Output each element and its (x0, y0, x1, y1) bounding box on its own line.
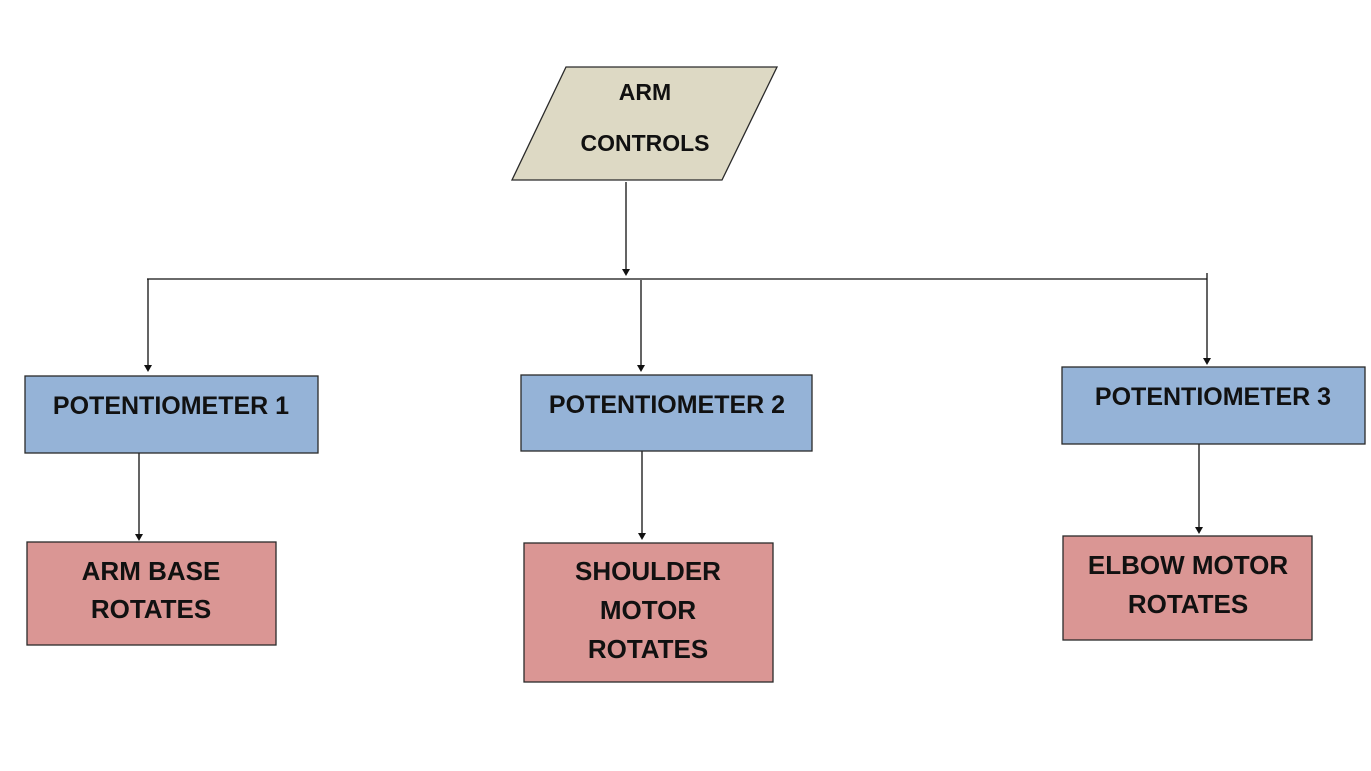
arrowhead-bus-to-pot-1 (144, 365, 152, 372)
connectors (135, 182, 1211, 541)
potentiometer-1-node: POTENTIOMETER 1 (24, 375, 319, 454)
output-3-label-line-1: ELBOW MOTOR (1088, 550, 1289, 580)
arrowhead-pot-3-to-out-3 (1195, 527, 1203, 534)
output-3-node: ELBOW MOTOR ROTATES (1062, 535, 1313, 641)
output-2-label-line-1: SHOULDER (575, 556, 721, 586)
arrowhead-pot-2-to-out-2 (638, 533, 646, 540)
potentiometer-2-node: POTENTIOMETER 2 (520, 374, 813, 452)
output-2-node: SHOULDER MOTOR ROTATES (523, 542, 774, 683)
arrowhead-pot-1-to-out-1 (135, 534, 143, 541)
output-3-label-line-2: ROTATES (1128, 589, 1248, 619)
potentiometer-2-box (520, 374, 813, 452)
arm-controls-node: ARM CONTROLS (510, 66, 779, 181)
potentiometer-1-box (24, 375, 319, 454)
arm-controls-parallelogram (510, 66, 779, 181)
output-2-label-line-3: ROTATES (588, 634, 708, 664)
arrowhead-bus-to-pot-3 (1203, 358, 1211, 365)
output-1-node: ARM BASE ROTATES (26, 541, 277, 646)
output-2-box (523, 542, 774, 683)
potentiometer-3-label: POTENTIOMETER 3 (1095, 383, 1331, 411)
arm-controls-label-line-1: ARM (619, 79, 671, 105)
output-1-label-line-1: ARM BASE (82, 556, 221, 586)
arm-controls-label-line-2: CONTROLS (580, 130, 709, 156)
output-2-label-line-2: MOTOR (600, 595, 697, 625)
potentiometer-3-box (1061, 366, 1366, 445)
potentiometer-2-label: POTENTIOMETER 2 (549, 391, 785, 419)
output-1-label-line-2: ROTATES (91, 594, 211, 624)
output-3-box (1062, 535, 1313, 641)
potentiometer-3-node: POTENTIOMETER 3 (1061, 366, 1366, 445)
arrowhead-input-to-bus (622, 269, 630, 276)
output-1-box (26, 541, 277, 646)
potentiometer-1-label: POTENTIOMETER 1 (53, 392, 289, 420)
arrowhead-bus-to-pot-2 (637, 365, 645, 372)
